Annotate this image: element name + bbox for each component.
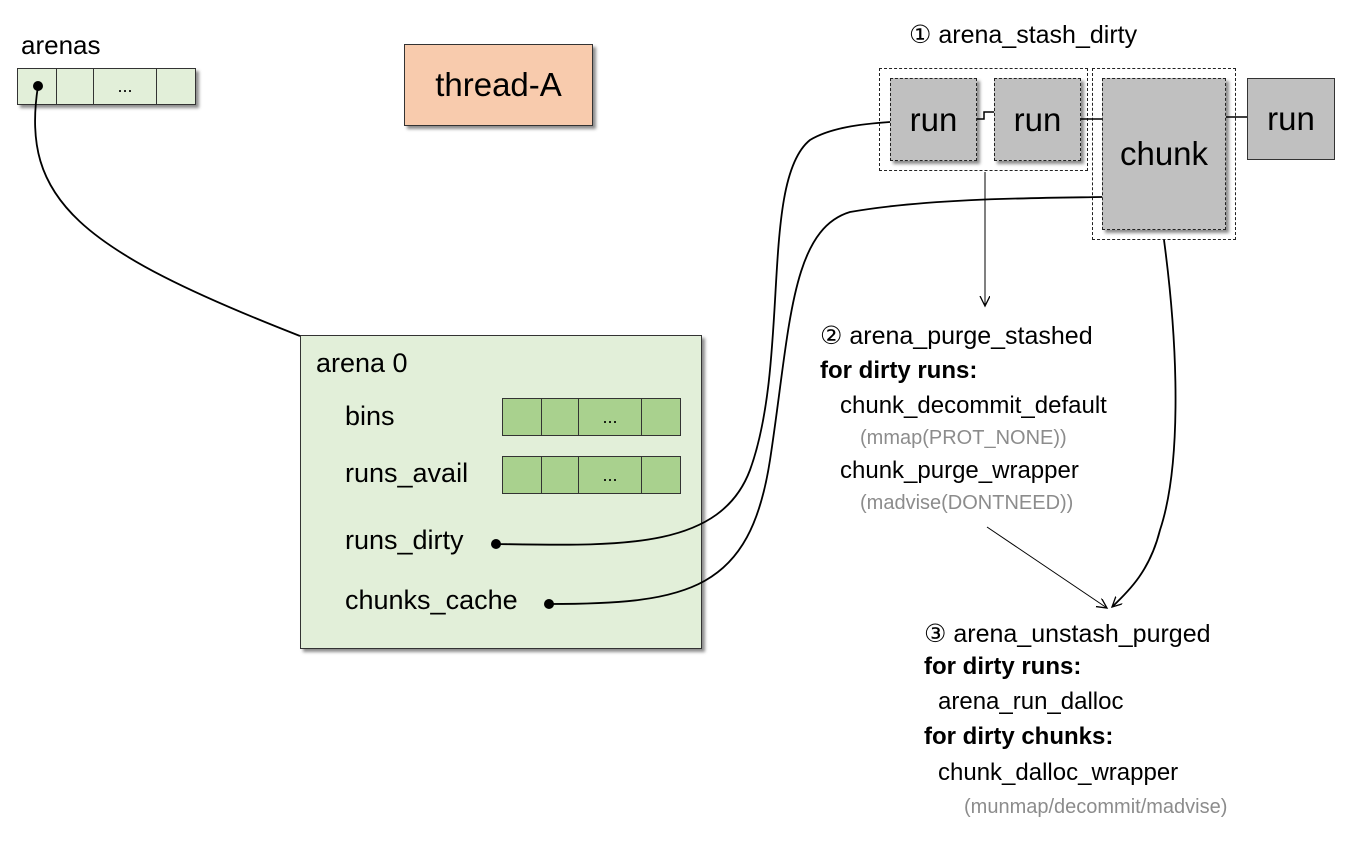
purge-heading: ② arena_purge_stashed	[820, 322, 1093, 350]
purge-to-unstash-arrow	[986, 526, 1107, 608]
bins-cell	[642, 399, 680, 435]
arenas-cell	[157, 69, 195, 104]
arenas-array: ...	[17, 68, 196, 105]
unstash-fn1: arena_run_dalloc	[938, 688, 1124, 715]
purge-fn2-note: (madvise(DONTNEED))	[860, 492, 1074, 514]
run-box-2: run	[994, 78, 1081, 161]
unstash-fn2-note: (munmap/decommit/madvise)	[964, 796, 1228, 818]
purge-fn1-note: (mmap(PROT_NONE))	[860, 427, 1067, 449]
runs-dirty-label: runs_dirty	[345, 525, 464, 555]
chunk-box: chunk	[1102, 78, 1226, 230]
arenas-pointer-line	[34, 85, 301, 337]
purge-fn2: chunk_purge_wrapper	[840, 457, 1079, 484]
thread-label: thread-A	[435, 66, 562, 103]
chunks-cache-label: chunks_cache	[345, 585, 518, 615]
arena0-title: arena 0	[316, 348, 408, 378]
chunk-to-unstash-arrow	[1112, 239, 1177, 607]
arenas-cell	[57, 69, 94, 104]
bins-cell	[542, 399, 579, 435]
bins-cell: ...	[579, 399, 642, 435]
runs-avail-array: ...	[502, 456, 681, 494]
run-box-1: run	[890, 78, 977, 161]
arenas-cell: ...	[94, 69, 157, 104]
arenas-cell	[18, 69, 57, 104]
bins-array: ...	[502, 398, 681, 436]
run-box-3: run	[1247, 78, 1335, 160]
bins-label: bins	[345, 401, 395, 431]
unstash-heading: ③ arena_unstash_purged	[924, 620, 1211, 648]
unstash-fn2: chunk_dalloc_wrapper	[938, 759, 1179, 786]
unstash-for-runs: for dirty runs:	[924, 653, 1082, 680]
runs-avail-label: runs_avail	[345, 458, 469, 488]
runs-avail-cell	[642, 457, 680, 493]
stash-heading: ① arena_stash_dirty	[909, 21, 1138, 49]
runs-avail-cell	[503, 457, 542, 493]
unstash-for-chunks: for dirty chunks:	[924, 723, 1114, 750]
bins-cell	[503, 399, 542, 435]
runs-avail-cell: ...	[579, 457, 642, 493]
thread-box: thread-A	[404, 44, 593, 126]
arenas-label: arenas	[21, 30, 101, 60]
purge-for-runs: for dirty runs:	[820, 357, 978, 384]
purge-fn1: chunk_decommit_default	[840, 392, 1107, 419]
stashed-chunk-frame	[1092, 68, 1236, 240]
runs-avail-cell	[542, 457, 579, 493]
